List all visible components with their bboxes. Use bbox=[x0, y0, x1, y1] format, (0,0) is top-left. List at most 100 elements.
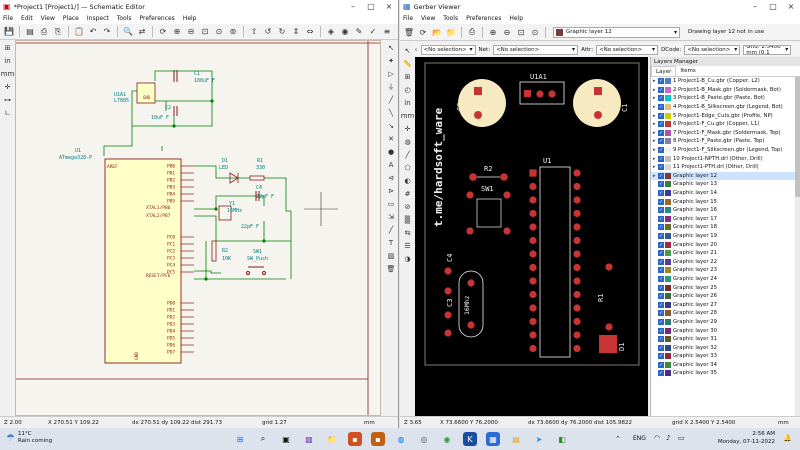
layer-visibility-checkbox[interactable]: ✓ bbox=[658, 301, 664, 308]
layer-color-swatch[interactable] bbox=[665, 310, 671, 317]
hierarchy-up-icon[interactable]: ⇧ bbox=[250, 27, 258, 36]
layer-visibility-checkbox[interactable]: ✓ bbox=[658, 250, 664, 257]
windows-start-icon[interactable]: ⊞ bbox=[236, 434, 244, 444]
notifications-icon[interactable]: 🔔 bbox=[783, 434, 792, 442]
menu-preferences[interactable]: Preferences bbox=[466, 15, 502, 22]
layer-visibility-checkbox[interactable]: ✓ bbox=[658, 224, 664, 231]
layer-row[interactable]: ✓Graphic layer 22 bbox=[651, 257, 800, 266]
zoom-fit-icon[interactable]: ⊡ bbox=[201, 27, 209, 36]
layer-row[interactable]: ▸✓11 Project1-PTH.drl (Other, Drill) bbox=[651, 163, 800, 172]
layer-color-swatch[interactable] bbox=[665, 258, 671, 265]
zoom-area-icon[interactable]: ⊙ bbox=[531, 27, 539, 37]
find-replace-icon[interactable]: ⇄ bbox=[138, 27, 146, 36]
add-power-icon[interactable]: ⏚ bbox=[387, 82, 395, 91]
menu-place[interactable]: Place bbox=[62, 15, 79, 22]
minimize-button[interactable]: – bbox=[351, 2, 355, 11]
app-icon-4[interactable]: ◉ bbox=[443, 434, 451, 444]
schematic-canvas[interactable]: U1A1 L7805 GND C1 100uF F C2 10uF F U1 A… bbox=[15, 40, 381, 416]
close-button[interactable]: × bbox=[385, 2, 393, 11]
plot-icon[interactable]: ⎘ bbox=[54, 26, 62, 36]
tab-items[interactable]: Items bbox=[680, 68, 696, 74]
layer-row[interactable]: ▸✓8 Project1-F_Paste.gbr (Paste, Top) bbox=[651, 137, 800, 146]
layer-row[interactable]: ✓Graphic layer 31 bbox=[651, 335, 800, 344]
layer-color-swatch[interactable] bbox=[665, 275, 671, 282]
zoom-out-icon[interactable]: ⊖ bbox=[503, 27, 511, 37]
add-line-icon[interactable]: ╱ bbox=[388, 225, 394, 234]
open-drill-icon[interactable]: 📁 bbox=[446, 27, 456, 37]
reload-icon[interactable]: ⟳ bbox=[419, 27, 427, 37]
polygon-sketch-icon[interactable]: ⬠ bbox=[404, 163, 411, 172]
junction-icon[interactable]: ● bbox=[387, 147, 395, 156]
flashed-sketch-icon[interactable]: ◍ bbox=[404, 137, 411, 146]
add-text-icon[interactable]: T bbox=[388, 238, 394, 247]
select-icon[interactable]: ↖ bbox=[404, 46, 411, 55]
app-icon-3[interactable]: ◎ bbox=[420, 434, 428, 444]
layer-visibility-checkbox[interactable]: ✓ bbox=[658, 155, 664, 162]
layer-visibility-checkbox[interactable]: ✓ bbox=[658, 86, 664, 93]
layer-row[interactable]: ▸✓5 Project1-Edge_Cuts.gbr (Profile, NP) bbox=[651, 111, 800, 120]
print-icon[interactable]: ⎙ bbox=[40, 26, 48, 36]
language-indicator[interactable]: ENG bbox=[633, 435, 646, 442]
layer-row[interactable]: ✓Graphic layer 18 bbox=[651, 223, 800, 232]
delete-icon[interactable]: 🗑 bbox=[386, 264, 396, 273]
tab-layer[interactable]: Layer bbox=[651, 66, 677, 76]
close-button[interactable]: × bbox=[787, 2, 795, 11]
layer-color-swatch[interactable] bbox=[665, 344, 671, 351]
layer-color-swatch[interactable] bbox=[665, 78, 671, 85]
layer-visibility-checkbox[interactable]: ✓ bbox=[658, 112, 664, 119]
menu-tools[interactable]: Tools bbox=[443, 15, 459, 22]
netlist-icon[interactable]: ≡ bbox=[383, 27, 391, 36]
layer-color-swatch[interactable] bbox=[665, 215, 671, 222]
layer-row[interactable]: ▸✓2 Project1-B_Mask.gbr (Soldermask, Bot… bbox=[651, 86, 800, 95]
layer-visibility-checkbox[interactable]: ✓ bbox=[658, 78, 664, 85]
menu-help[interactable]: Help bbox=[509, 15, 524, 22]
layer-row[interactable]: ✓Graphic layer 30 bbox=[651, 326, 800, 335]
layer-visibility-checkbox[interactable]: ✓ bbox=[658, 336, 664, 343]
layer-row[interactable]: ✓Graphic layer 35 bbox=[651, 369, 800, 378]
net-select[interactable]: <No selection> bbox=[493, 44, 579, 55]
rotate-cw-icon[interactable]: ↻ bbox=[278, 27, 286, 36]
scrollbar-thumb[interactable] bbox=[795, 77, 800, 197]
layer-row[interactable]: ✓Graphic layer 33 bbox=[651, 352, 800, 361]
layer-visibility-checkbox[interactable]: ✓ bbox=[658, 232, 664, 239]
no-connect-icon[interactable]: ✕ bbox=[388, 134, 394, 143]
transparency-icon[interactable]: ▒ bbox=[404, 215, 411, 224]
polar-coords-icon[interactable]: ◴ bbox=[404, 85, 411, 94]
redo-icon[interactable]: ↷ bbox=[103, 27, 111, 36]
layer-color-swatch[interactable] bbox=[665, 267, 671, 274]
highcontrast-icon[interactable]: ◑ bbox=[404, 254, 411, 263]
units-mm-icon[interactable]: mm bbox=[400, 111, 415, 120]
layer-color-swatch[interactable] bbox=[665, 370, 671, 377]
layer-row[interactable]: ✓Graphic layer 32 bbox=[651, 343, 800, 352]
menu-help[interactable]: Help bbox=[182, 15, 197, 22]
layer-visibility-checkbox[interactable]: ✓ bbox=[658, 147, 664, 154]
print-icon[interactable]: ⎙ bbox=[468, 27, 476, 36]
zoom-in-icon[interactable]: ⊕ bbox=[173, 27, 181, 36]
paste-icon[interactable]: 📋 bbox=[74, 27, 84, 36]
layer-color-swatch[interactable] bbox=[665, 112, 671, 119]
add-image-icon[interactable]: ▨ bbox=[387, 251, 395, 260]
layer-row[interactable]: ✓Graphic layer 24 bbox=[651, 275, 800, 284]
select-icon[interactable]: ↖ bbox=[388, 43, 394, 52]
telegram-icon[interactable]: ➤ bbox=[535, 434, 543, 444]
app-icon-2[interactable]: ▪ bbox=[371, 432, 385, 446]
app-icon-7[interactable]: ◧ bbox=[558, 434, 566, 444]
layer-visibility-checkbox[interactable]: ✓ bbox=[658, 361, 664, 368]
lines-sketch-icon[interactable]: ╱ bbox=[405, 150, 410, 159]
layer-visibility-checkbox[interactable]: ✓ bbox=[658, 353, 664, 360]
annotate-icon[interactable]: ✎ bbox=[355, 27, 363, 36]
layer-visibility-checkbox[interactable]: ✓ bbox=[658, 241, 664, 248]
layer-select[interactable]: Graphic layer 12 bbox=[553, 26, 680, 38]
app-icon-6[interactable]: ▤ bbox=[512, 434, 520, 444]
battery-icon[interactable]: ▭ bbox=[678, 434, 685, 442]
add-wire-icon[interactable]: ╱ bbox=[388, 95, 394, 104]
menu-file[interactable]: File bbox=[403, 15, 414, 22]
layer-visibility-checkbox[interactable]: ✓ bbox=[658, 181, 664, 188]
layer-color-swatch[interactable] bbox=[665, 284, 671, 291]
layer-row[interactable]: ✓Graphic layer 15 bbox=[651, 197, 800, 206]
mirror-v-icon[interactable]: ⇕ bbox=[292, 27, 300, 36]
layer-color-swatch[interactable] bbox=[665, 207, 671, 214]
attr-select[interactable]: <No selection> bbox=[596, 44, 659, 55]
layer-list-scrollbar[interactable] bbox=[795, 77, 800, 416]
layer-color-swatch[interactable] bbox=[665, 190, 671, 197]
